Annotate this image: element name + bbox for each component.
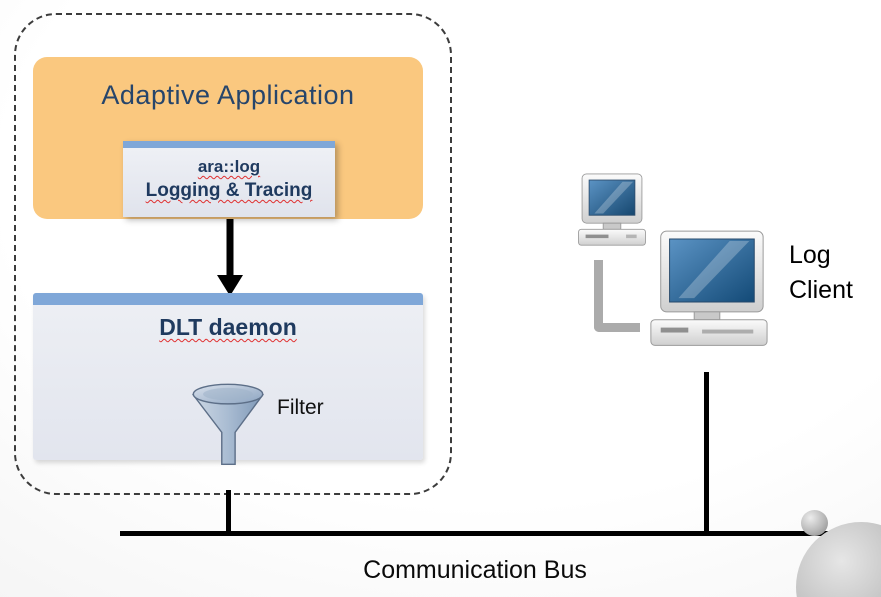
flow-arrow-down-icon — [217, 219, 243, 296]
dlt-daemon-title: DLT daemon — [159, 314, 297, 340]
dlt-daemon-header-bar — [33, 293, 423, 305]
logging-tracing-label: Logging & Tracing — [145, 180, 313, 201]
workstation-small-icon — [578, 173, 646, 246]
ara-log-title: ara::log — [197, 157, 261, 176]
adaptive-application-title: Adaptive Application — [101, 80, 355, 110]
client-bus-connector — [704, 372, 709, 532]
ara-log-module: ara::log Logging & Tracing — [123, 141, 335, 217]
communication-bus-line — [120, 531, 881, 536]
workstation-large-icon — [650, 230, 768, 346]
log-client-label: Log Client — [789, 241, 853, 304]
filter-label: Filter — [277, 396, 324, 419]
workstation-cable — [594, 260, 640, 332]
system-boundary — [14, 13, 452, 495]
sphere-decoration — [801, 510, 828, 536]
communication-bus-label: Communication Bus — [363, 556, 587, 584]
funnel-icon — [191, 383, 265, 466]
daemon-bus-connector — [226, 490, 231, 532]
